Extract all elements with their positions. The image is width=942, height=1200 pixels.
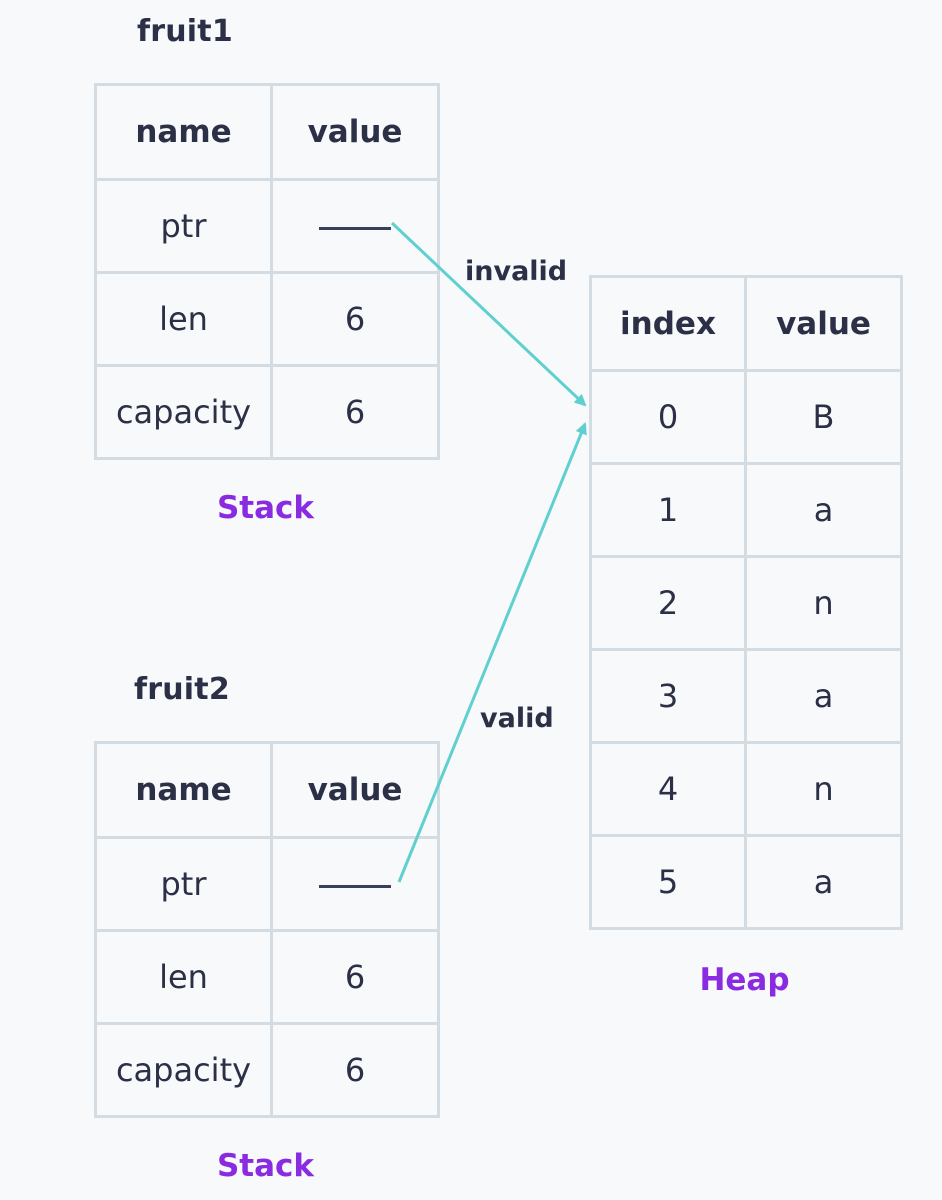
field-name: len [94, 271, 273, 367]
heap-index: 2 [589, 555, 747, 651]
field-value: 6 [270, 364, 440, 460]
value-column-header: value [270, 83, 440, 181]
table-row: ptr [94, 178, 440, 274]
table-row: 1 a [589, 462, 903, 558]
ptr-value-cell [270, 178, 440, 274]
table-row: 0 B [589, 369, 903, 465]
table-header-row: name value [94, 83, 440, 181]
heap-value: a [744, 834, 903, 930]
table-row: 5 a [589, 834, 903, 930]
table-row: len 6 [94, 271, 440, 367]
heap-value: a [744, 648, 903, 744]
fruit1-title: fruit1 [137, 14, 233, 49]
field-value: 6 [270, 271, 440, 367]
table-row: 2 n [589, 555, 903, 651]
field-value: 6 [270, 1022, 440, 1118]
heap-index: 5 [589, 834, 747, 930]
index-column-header: index [589, 275, 747, 372]
table-row: 3 a [589, 648, 903, 744]
heap-value: n [744, 555, 903, 651]
field-name: ptr [94, 836, 273, 932]
heap-index: 1 [589, 462, 747, 558]
valid-label: valid [480, 703, 554, 734]
field-name: len [94, 929, 273, 1025]
field-value: 6 [270, 929, 440, 1025]
fruit1-stack-table: name value ptr len 6 capacity 6 [94, 83, 440, 460]
fruit2-stack-table: name value ptr len 6 capacity 6 [94, 741, 440, 1118]
table-row: capacity 6 [94, 364, 440, 460]
table-row: 4 n [589, 741, 903, 837]
table-row: capacity 6 [94, 1022, 440, 1118]
name-column-header: name [94, 83, 273, 181]
name-column-header: name [94, 741, 273, 839]
field-name: capacity [94, 364, 273, 460]
heap-index: 0 [589, 369, 747, 465]
heap-value: a [744, 462, 903, 558]
stack-caption-2: Stack [216, 1148, 315, 1184]
heap-table: index value 0 B 1 a 2 n 3 a 4 n 5 a [589, 275, 903, 930]
heap-caption: Heap [699, 962, 790, 998]
field-name: capacity [94, 1022, 273, 1118]
invalid-label: invalid [465, 256, 568, 287]
fruit2-title: fruit2 [134, 672, 230, 707]
valid-pointer-arrow [397, 422, 587, 883]
table-header-row: index value [589, 275, 903, 372]
invalid-pointer-arrow [390, 221, 587, 407]
heap-value: B [744, 369, 903, 465]
pointer-line [319, 226, 391, 230]
value-column-header: value [744, 275, 903, 372]
heap-value: n [744, 741, 903, 837]
pointer-line [319, 884, 391, 888]
table-row: len 6 [94, 929, 440, 1025]
heap-index: 4 [589, 741, 747, 837]
stack-caption-1: Stack [216, 490, 315, 526]
field-name: ptr [94, 178, 273, 274]
heap-index: 3 [589, 648, 747, 744]
table-row: ptr [94, 836, 440, 932]
